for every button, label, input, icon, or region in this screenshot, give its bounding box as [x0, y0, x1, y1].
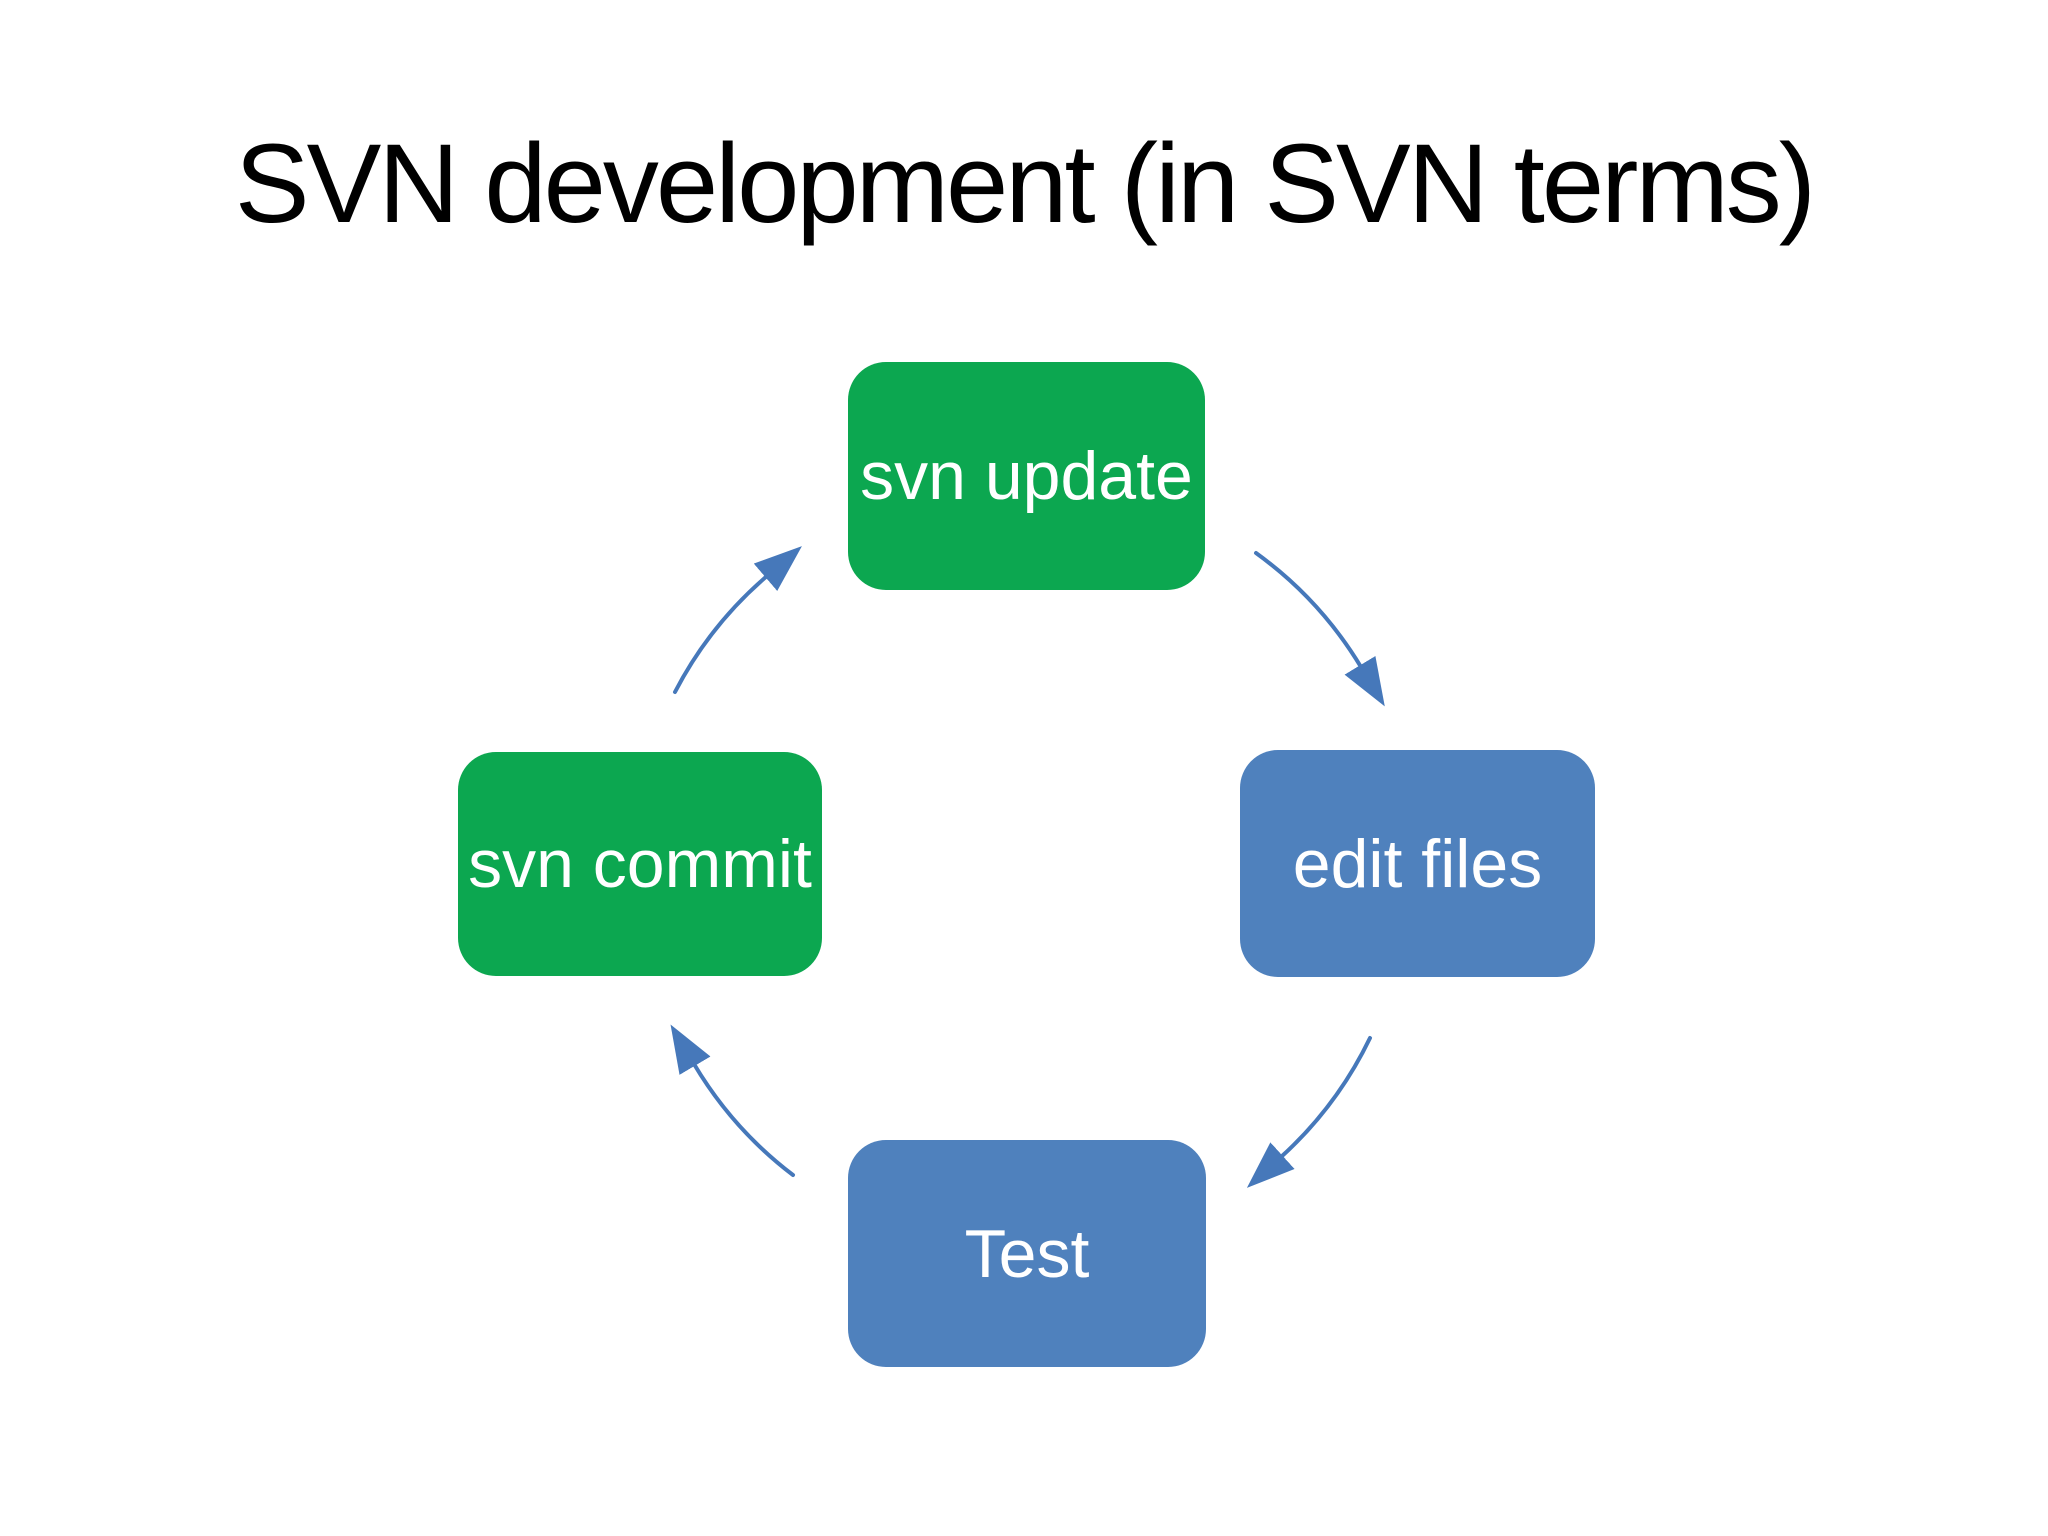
- node-svn-update: svn update: [848, 362, 1205, 590]
- node-svn-commit-label: svn commit: [468, 826, 812, 902]
- arrow-update-to-edit-icon: [1254, 551, 1385, 707]
- node-svn-update-label: svn update: [860, 438, 1193, 514]
- arrow-commit-to-update-icon: [673, 546, 802, 694]
- slide-title: SVN development (in SVN terms): [234, 121, 1816, 246]
- node-test-label: Test: [964, 1215, 1090, 1292]
- node-svn-commit: svn commit: [458, 752, 822, 976]
- node-test: Test: [848, 1140, 1206, 1367]
- node-edit-files: edit files: [1240, 750, 1595, 977]
- arrow-edit-to-test-icon: [1246, 1036, 1372, 1188]
- arrow-test-to-commit-icon: [670, 1024, 795, 1177]
- node-edit-files-label: edit files: [1292, 825, 1543, 902]
